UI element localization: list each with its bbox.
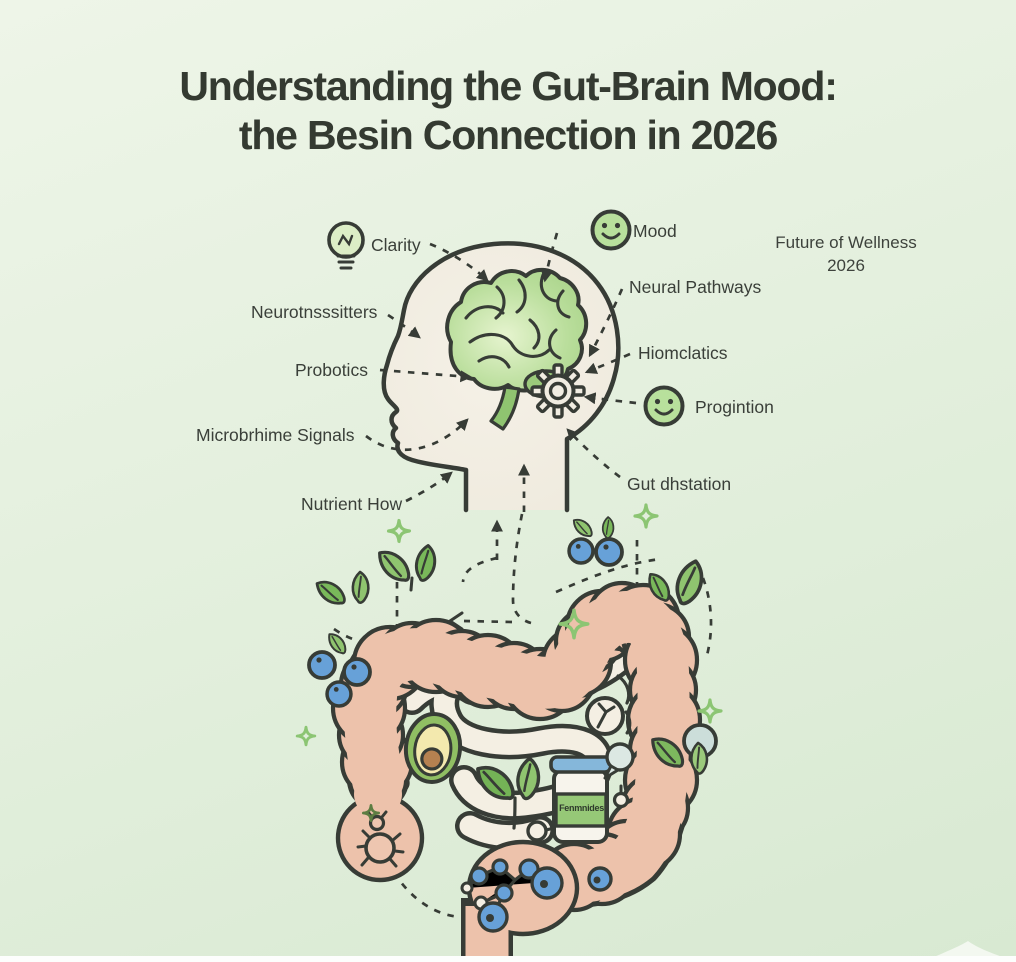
- label-neural-pathways: Neural Pathways: [629, 277, 762, 297]
- bacteria-icon: [356, 810, 405, 868]
- page-title: Understanding the Gut-Brain Mood: the Be…: [0, 62, 1016, 160]
- label-clarity: Clarity: [371, 235, 421, 255]
- title-line-1: Understanding the Gut-Brain Mood:: [179, 63, 838, 109]
- center-leaf-sprig: [472, 755, 549, 830]
- speech-bubble-icon: [603, 742, 635, 809]
- label-nutrient-flow: Nutrient How: [301, 494, 403, 514]
- avocado-icon: [403, 712, 463, 784]
- bottom-border-strip: [0, 956, 1016, 962]
- culture-blob-icon: [585, 674, 632, 736]
- brainstem: [489, 385, 521, 431]
- callout-arrows: [365, 232, 637, 560]
- lightbulb-icon: [327, 221, 365, 270]
- fermented-jar-icon: [549, 755, 613, 844]
- label-mood: Mood: [633, 221, 677, 241]
- label-neurotransmitters: Neurotnsssitters: [251, 302, 378, 322]
- corner-note-line-2: 2026: [827, 256, 865, 276]
- corner-note-line-1: Future of Wellness: [775, 233, 917, 252]
- gear-icon: [530, 363, 586, 419]
- label-progintion: Progintion: [695, 397, 774, 417]
- label-gut-dhstation: Gut dhstation: [627, 474, 732, 494]
- large-intestine-illustration: [330, 580, 703, 958]
- corner-note: Future of Wellness 2026: [760, 231, 932, 278]
- blueberries-top-right: [567, 514, 624, 567]
- jar-label-text: Fenmnides: [559, 803, 604, 813]
- progintion-smiley-icon: [643, 385, 685, 427]
- leaf-decorations: [313, 542, 714, 612]
- title-line-2: the Besin Connection in 2026: [238, 112, 778, 159]
- label-probiotics: Probotics: [295, 360, 368, 380]
- mood-smiley-icon: [590, 209, 632, 251]
- teal-leaf-cluster: [648, 723, 718, 777]
- human-head-profile: [381, 241, 621, 513]
- molecule-network-icon: [460, 858, 613, 933]
- label-biomclatics: Hiomclatics: [638, 343, 728, 363]
- label-microbiome-signals: Microbrhime Signals: [196, 425, 355, 445]
